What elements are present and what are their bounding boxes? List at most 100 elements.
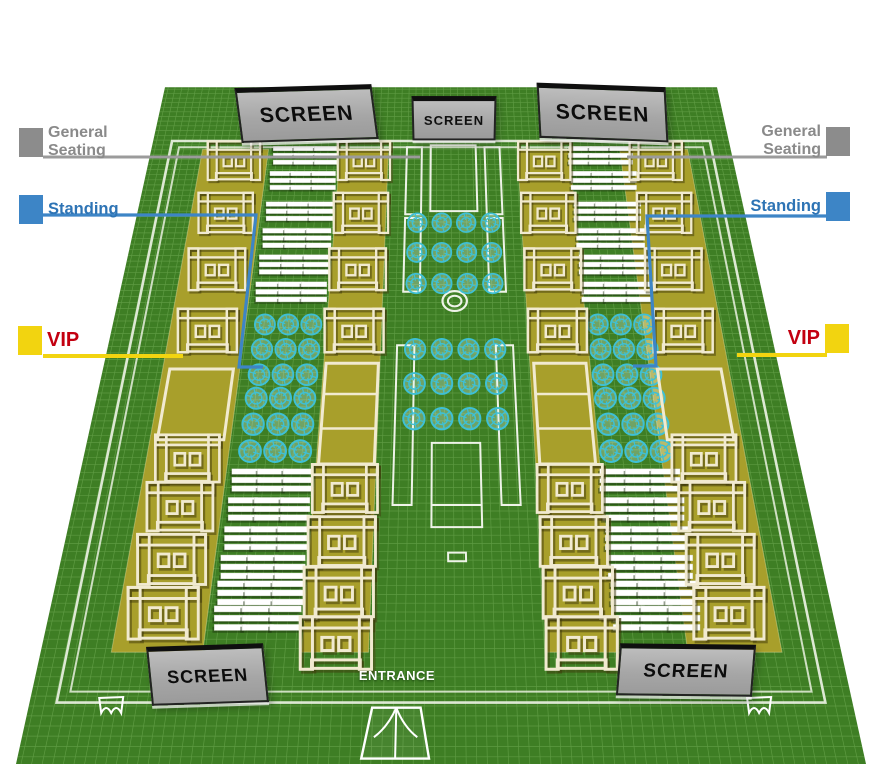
sofa-icon xyxy=(136,532,210,589)
sofa-icon xyxy=(332,191,392,237)
standing-table-icon xyxy=(403,372,426,395)
seat-row-icon xyxy=(623,468,655,494)
standing-leader-line-right xyxy=(633,214,827,368)
sofa-icon xyxy=(677,480,749,535)
vip-label: VIP xyxy=(787,327,820,349)
screen-bottom-right: SCREEN xyxy=(615,643,757,697)
standing-swatch xyxy=(19,195,43,224)
standing-table-icon xyxy=(593,386,618,410)
standing-table-icon xyxy=(457,338,480,361)
seat-row-icon xyxy=(608,146,633,167)
corner-curtain-icon-right xyxy=(745,695,773,717)
legend-vip-left: VIP xyxy=(18,326,79,355)
seat-row-icon xyxy=(633,554,666,582)
seat-row-icon xyxy=(603,526,636,553)
standing-table-icon xyxy=(649,439,674,463)
standing-table-icon xyxy=(618,386,642,410)
seat-row-icon xyxy=(569,171,595,192)
vip-label: VIP xyxy=(47,329,80,351)
legend-leader-lines xyxy=(43,155,827,369)
seat-row-icon xyxy=(587,146,613,167)
standing-table-icon xyxy=(406,241,428,263)
sofa-icon xyxy=(643,247,705,294)
vip-furniture xyxy=(126,140,768,674)
sofa-icon xyxy=(328,247,389,294)
standing-table-icon xyxy=(624,439,649,463)
seat-row-icon xyxy=(268,605,302,633)
sofa-icon xyxy=(516,140,574,184)
center-circle-inner xyxy=(446,294,463,308)
vip-swatch xyxy=(18,326,42,355)
sofa-icon xyxy=(298,615,376,674)
standing-table-icon xyxy=(586,313,609,336)
seat-row-icon xyxy=(660,554,693,582)
seat-row-icon xyxy=(590,171,616,192)
standing-table-icon xyxy=(480,212,501,233)
standing-table-icon xyxy=(484,372,508,395)
center-circle xyxy=(441,290,468,313)
standing-table-icon xyxy=(403,338,427,361)
sofa-icon xyxy=(523,247,585,294)
standing-table-icon xyxy=(300,313,323,336)
seat-row-icon xyxy=(261,228,288,250)
general-seating-label: General Seating xyxy=(761,123,821,159)
standing-label: Standing xyxy=(750,197,821,215)
seat-row-icon xyxy=(304,228,332,250)
seat-row-icon xyxy=(226,497,258,523)
vip-swatch xyxy=(825,324,849,353)
standing-table-icon xyxy=(456,272,478,295)
seat-row-icon xyxy=(307,201,334,223)
standing-table-icon xyxy=(295,363,319,387)
standing-table-icon xyxy=(238,439,262,463)
sofa-icon xyxy=(176,307,241,356)
standing-table-icon xyxy=(455,212,477,233)
standing-table-icon xyxy=(599,439,623,463)
standing-label: Standing xyxy=(48,200,119,218)
seat-row-icon xyxy=(606,554,639,582)
screen-top-center: SCREEN xyxy=(411,96,497,141)
seat-row-icon xyxy=(649,468,681,494)
vip-square-table xyxy=(655,367,736,442)
standing-table-icon xyxy=(481,241,503,263)
standing-table-icon xyxy=(271,363,295,387)
standing-table-icon xyxy=(615,363,639,387)
standing-table-icon xyxy=(589,338,612,361)
standing-table-icon xyxy=(430,407,454,431)
seat-row-icon xyxy=(574,228,602,250)
standing-table-icon xyxy=(458,407,482,431)
standing-swatch xyxy=(826,192,850,221)
entrance-label: ENTRANCE xyxy=(358,668,436,683)
standing-table-icon xyxy=(431,212,452,233)
standing-table-icon xyxy=(430,372,454,395)
standing-table-icon xyxy=(266,412,290,436)
standing-table-icon xyxy=(244,386,268,410)
standing-table-icon xyxy=(250,338,274,361)
seat-row-icon xyxy=(618,228,646,250)
seat-row-icon xyxy=(268,171,294,192)
vip-leader-line xyxy=(43,353,827,358)
standing-table-icon xyxy=(633,313,656,336)
standing-table-icon xyxy=(247,363,271,387)
standing-table-icon xyxy=(456,241,478,263)
standing-table-icon xyxy=(290,412,315,436)
standing-table-icon xyxy=(621,412,645,436)
vip-square-table xyxy=(155,367,236,442)
sofa-icon xyxy=(544,615,622,674)
general-seating-rows xyxy=(212,146,701,633)
standing-table-icon xyxy=(609,313,632,336)
sofa-icon xyxy=(526,307,591,356)
screen-top-right: SCREEN xyxy=(536,82,669,143)
seat-row-icon xyxy=(252,497,284,523)
screen-bottom-left: SCREEN xyxy=(146,643,269,706)
seat-row-icon xyxy=(275,526,308,553)
standing-table-icon xyxy=(484,338,507,361)
seat-row-icon xyxy=(222,526,255,553)
seat-row-icon xyxy=(599,254,627,277)
field-boundary xyxy=(55,139,827,704)
seat-row-icon xyxy=(652,497,685,523)
standing-table-icon xyxy=(293,386,317,410)
standing-table-icon xyxy=(277,313,300,336)
standing-table-icon xyxy=(431,241,453,263)
entrance-gate-icon xyxy=(359,706,431,760)
standing-table-icon xyxy=(407,212,428,233)
